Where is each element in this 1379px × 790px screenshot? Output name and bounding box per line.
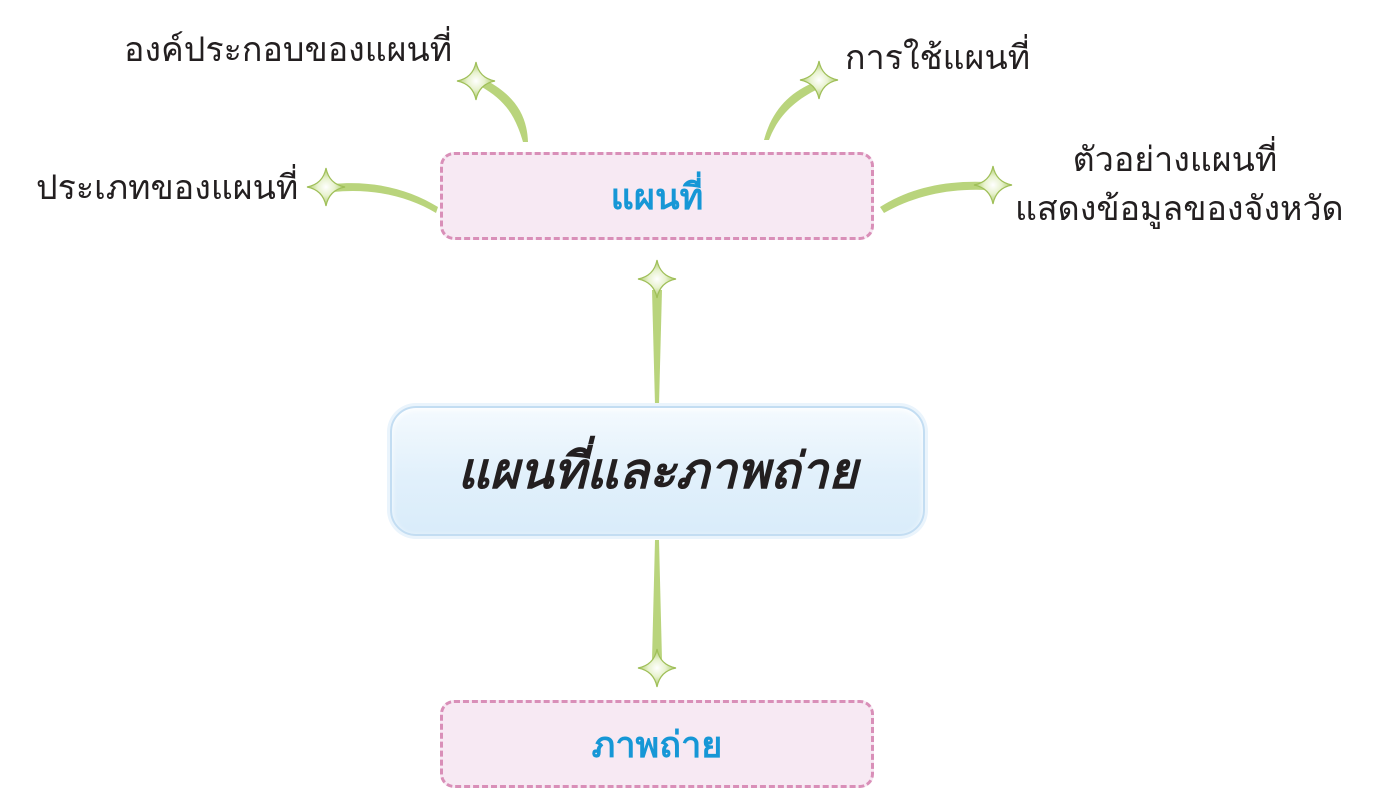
- branch-label-usage: การใช้แผนที่: [845, 38, 1031, 78]
- central-topic-node: แผนที่และภาพถ่าย: [390, 406, 925, 536]
- sparkle-star-icon: [973, 165, 1013, 205]
- photo-node: ภาพถ่าย: [440, 700, 874, 788]
- connector-map-to-usage: [764, 82, 818, 140]
- photo-node-title: ภาพถ่าย: [591, 724, 723, 766]
- sparkle-star-icon: [456, 61, 496, 101]
- sparkle-star-icon: [306, 167, 346, 207]
- map-node: แผนที่: [440, 152, 874, 240]
- connector-map-to-types: [333, 183, 438, 213]
- central-topic-title: แผนที่และภาพถ่าย: [457, 440, 858, 500]
- connector-map-to-example: [880, 181, 988, 213]
- map-node-title: แผนที่: [610, 176, 704, 218]
- connector-map-to-components: [480, 80, 528, 142]
- connector-center-to-map: [652, 290, 662, 405]
- sparkle-star-icon: [637, 259, 677, 299]
- sparkle-star-icon: [637, 648, 677, 688]
- connector-center-to-photo: [652, 540, 662, 660]
- sparkle-star-icon: [799, 60, 839, 100]
- branch-label-example-line2: แสดงข้อมูลของจังหวัด: [1015, 188, 1344, 229]
- branch-label-components: องค์ประกอบของแผนที่: [124, 30, 453, 70]
- branch-label-example: ตัวอย่างแผนที่ แสดงข้อมูลของจังหวัด: [1015, 140, 1344, 230]
- branch-label-types: ประเภทของแผนที่: [36, 168, 299, 208]
- branch-label-example-line1: ตัวอย่างแผนที่: [1072, 140, 1278, 180]
